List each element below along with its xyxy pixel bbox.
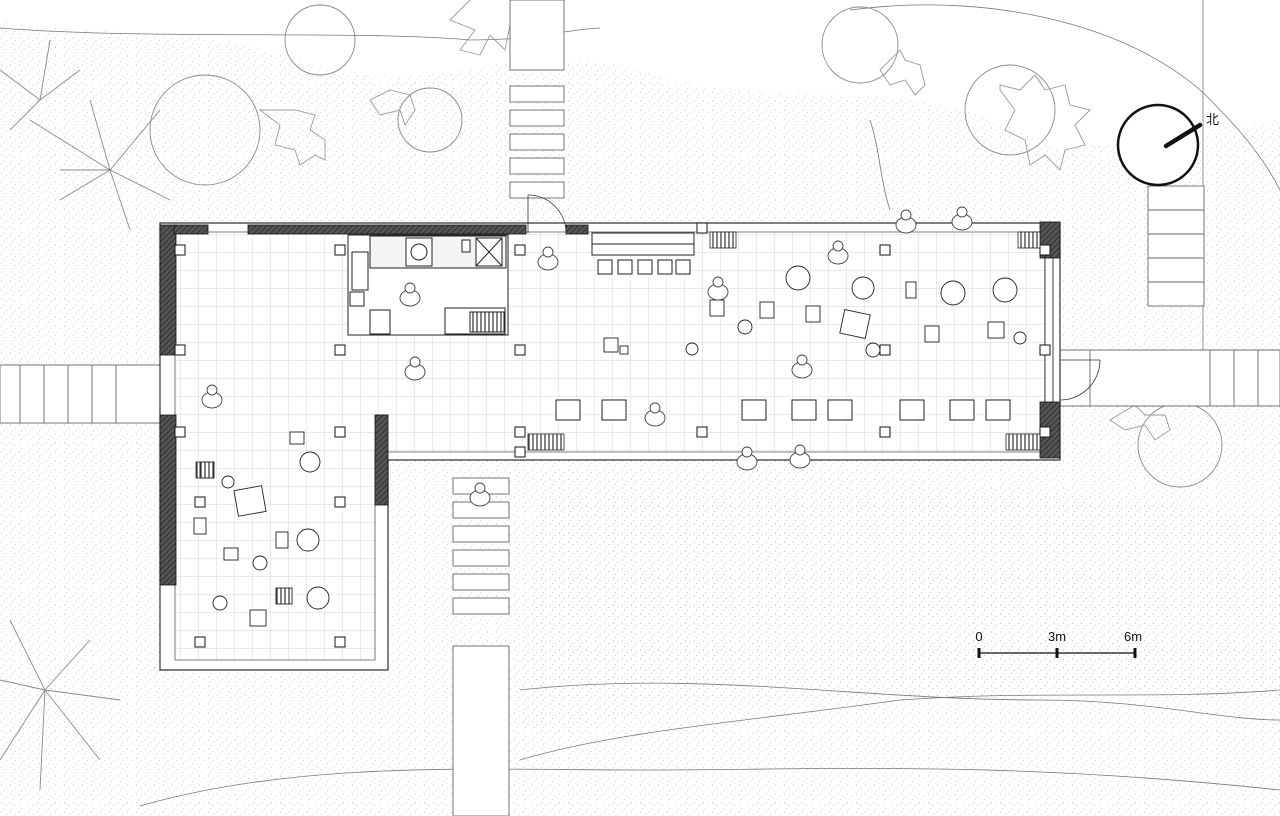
north-label: 北 <box>1206 113 1219 128</box>
scale-bar: 0 3m 6m <box>975 629 1142 658</box>
kitchen-counter <box>347 234 509 336</box>
cafe-furniture <box>193 265 1027 627</box>
north-arrow: 北 <box>1116 103 1219 187</box>
scale-label-3m: 3m <box>1048 629 1066 644</box>
building <box>159 194 1101 671</box>
people <box>201 206 973 507</box>
trees <box>0 0 1223 791</box>
scale-label-0: 0 <box>975 629 982 644</box>
palm-fronds <box>0 39 171 791</box>
scale-label-6m: 6m <box>1124 629 1142 644</box>
bar-counter <box>591 232 695 275</box>
columns <box>174 222 1051 648</box>
doors <box>527 194 1101 401</box>
window-benches <box>555 399 1011 421</box>
